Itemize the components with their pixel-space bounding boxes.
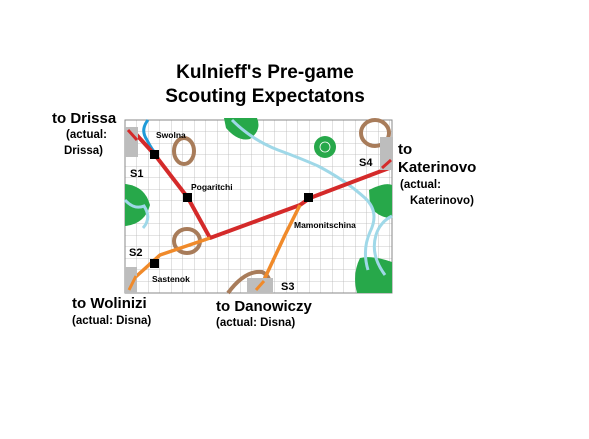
forest-west [125, 184, 150, 226]
exit-katerinovo-to: to [398, 141, 413, 158]
exit-katerinovo-actual-line2: Katerinovo) [410, 195, 474, 207]
road-to-danowiczy [261, 204, 302, 283]
map-grid [124, 119, 393, 294]
town-sastenok-marker [150, 259, 159, 268]
exit-drissa-title: to Drissa [52, 110, 117, 127]
start-point-s1: S1 [130, 168, 143, 180]
exit-drissa-actual-line1: (actual: [66, 129, 107, 141]
exit-drissa-actual-line2: Drissa) [64, 145, 103, 157]
hill-north [172, 136, 196, 166]
exit-marker-danowiczy [254, 280, 266, 291]
forest-southeast [355, 257, 392, 293]
river-east [372, 214, 393, 276]
edge-box-wolinizi [125, 267, 137, 293]
exit-danowiczy-title: to Danowiczy [216, 298, 312, 315]
forest-circle-center [314, 136, 336, 158]
town-mamonitschina-label: Mamonitschina [294, 220, 356, 230]
river-west [123, 198, 150, 230]
map-title-line2: Scouting Expectatons [165, 86, 365, 107]
town-pogaritchi-marker [183, 193, 192, 202]
exit-marker-drissa [126, 128, 139, 142]
exit-danowiczy-actual: (actual: Disna) [216, 317, 296, 329]
town-sastenok-label: Sastenok [152, 274, 190, 284]
river-north [230, 118, 376, 271]
hill-northeast [359, 118, 391, 148]
exit-wolinizi-actual: (actual: Disna) [72, 315, 152, 327]
map-title-line1: Kulnieff's Pre-game [176, 62, 354, 83]
forest-east [369, 184, 392, 218]
start-point-s3: S3 [281, 281, 294, 293]
exit-marker-katerinovo [381, 158, 392, 170]
town-swolna-marker [150, 150, 159, 159]
town-mamonitschina-marker [304, 193, 313, 202]
start-point-s2: S2 [129, 247, 142, 259]
town-pogaritchi-label: Pogaritchi [191, 182, 233, 192]
exit-katerinovo-actual-line1: (actual: [400, 179, 441, 191]
exit-wolinizi-title: to Wolinizi [72, 295, 147, 312]
forest-circle-mark [319, 141, 331, 153]
exit-marker-wolinizi [127, 275, 138, 291]
edge-box-drissa [125, 127, 138, 157]
start-point-s4: S4 [359, 157, 373, 169]
town-swolna-label: Swolna [156, 130, 186, 140]
exit-katerinovo-title: Katerinovo [398, 159, 477, 176]
road-to-wolinizi [128, 236, 211, 284]
